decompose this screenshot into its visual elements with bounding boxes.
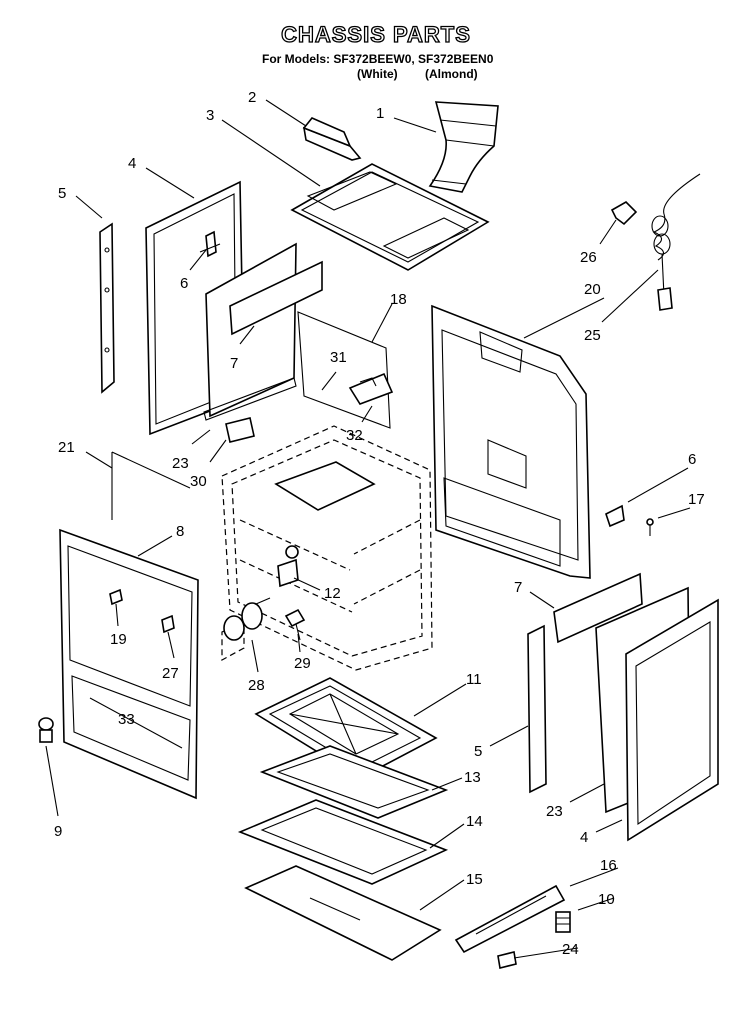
callout-26: 26 xyxy=(580,249,597,266)
leader-lines xyxy=(45,99,691,959)
part-30-bracket xyxy=(225,417,255,443)
part-16-rail xyxy=(454,884,566,954)
part-5-right-trim xyxy=(527,624,547,794)
callout-16: 16 xyxy=(600,857,617,874)
part-15-bottom-tray xyxy=(244,865,442,961)
part-23-left-strip xyxy=(203,377,297,421)
callout-21: 21 xyxy=(58,439,75,456)
page-title: CHASSIS PARTS xyxy=(280,21,471,47)
callout-25: 25 xyxy=(584,327,601,344)
part-6-right-clip xyxy=(605,504,625,528)
callout-4-right: 4 xyxy=(580,829,588,846)
callout-10: 10 xyxy=(598,891,615,908)
part-5-left-trim xyxy=(99,222,115,394)
callout-6: 6 xyxy=(180,275,188,292)
callout-17: 17 xyxy=(688,491,705,508)
part-11-broil-pan xyxy=(254,677,438,779)
callout-6-right: 6 xyxy=(688,451,696,468)
part-12-sensor xyxy=(277,545,299,588)
part-24-clip xyxy=(497,951,517,969)
part-14-rack xyxy=(237,799,449,885)
callout-24: 24 xyxy=(562,941,579,958)
callout-7-right: 7 xyxy=(514,579,522,596)
callout-2: 2 xyxy=(248,89,256,106)
callout-27: 27 xyxy=(162,665,179,682)
part-32-latch xyxy=(348,372,394,405)
part-26-clip xyxy=(610,201,638,226)
callout-12: 12 xyxy=(324,585,341,602)
part-10-spring xyxy=(555,911,571,933)
part-9-leveling-leg xyxy=(38,717,54,743)
callout-18: 18 xyxy=(390,291,407,308)
part-1-flue-deflector xyxy=(428,101,499,193)
color-white-label: (White) xyxy=(357,67,398,81)
part-29-screw xyxy=(284,608,306,641)
part-18-gasket xyxy=(297,311,391,429)
part-2-bracket xyxy=(302,117,362,161)
part-20-rear-panel xyxy=(431,304,591,579)
callout-13: 13 xyxy=(464,769,481,786)
part-19-screw xyxy=(109,588,123,606)
part-8-door-frame xyxy=(59,528,199,800)
callout-1: 1 xyxy=(376,105,384,122)
callout-19: 19 xyxy=(110,631,127,648)
callout-30: 30 xyxy=(190,473,207,490)
callout-labels: 1 2 3 4 5 6 7 18 31 32 23 30 21 8 12 19 … xyxy=(54,89,705,958)
part-4-right-side-panel xyxy=(595,586,719,842)
callout-33: 33 xyxy=(118,711,135,728)
part-25-power-cord xyxy=(651,173,701,311)
callout-29: 29 xyxy=(294,655,311,672)
models-line: For Models: SF372BEEW0, SF372BEEN0 xyxy=(262,52,494,66)
callout-14: 14 xyxy=(466,813,483,830)
part-13-pan-grid xyxy=(259,745,449,819)
callout-31: 31 xyxy=(330,349,347,366)
callout-20: 20 xyxy=(584,281,601,298)
callout-5: 5 xyxy=(58,185,66,202)
callout-32: 32 xyxy=(346,427,363,444)
callout-28: 28 xyxy=(248,677,265,694)
callout-23-right: 23 xyxy=(546,803,563,820)
part-6-left-clip xyxy=(199,230,221,258)
callout-7: 7 xyxy=(230,355,238,372)
callout-23: 23 xyxy=(172,455,189,472)
part-7-right-insulation xyxy=(553,572,643,644)
part-28-igniter xyxy=(223,597,271,641)
oven-cavity xyxy=(221,425,433,671)
callout-4: 4 xyxy=(128,155,136,172)
part-3-burner-box xyxy=(290,163,490,271)
callout-3: 3 xyxy=(206,107,214,124)
callout-15: 15 xyxy=(466,871,483,888)
callout-9: 9 xyxy=(54,823,62,840)
callout-5-right: 5 xyxy=(474,743,482,760)
callout-8: 8 xyxy=(176,523,184,540)
color-almond-label: (Almond) xyxy=(425,67,478,81)
part-27-screw xyxy=(161,614,175,634)
callout-11: 11 xyxy=(466,671,482,688)
part-21-door-gasket xyxy=(111,451,191,520)
part-17-screw xyxy=(646,518,654,536)
